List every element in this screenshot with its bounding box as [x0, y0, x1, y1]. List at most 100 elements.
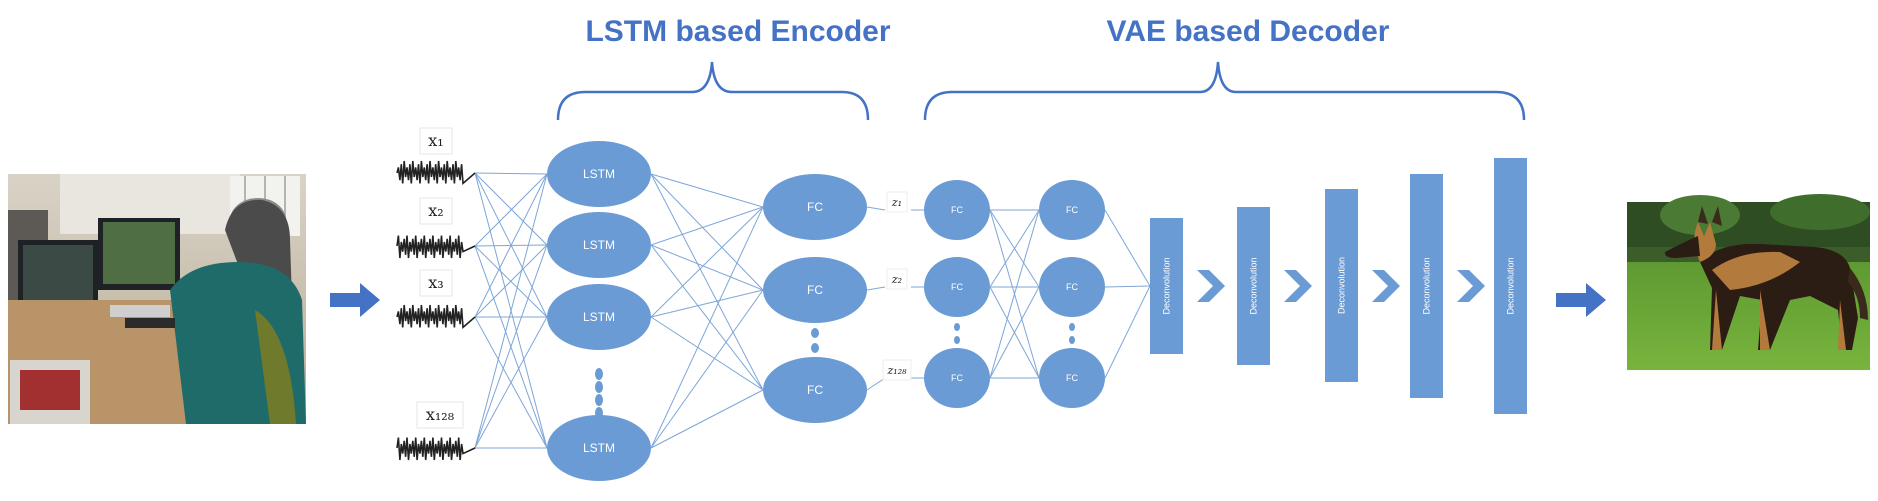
edge: [474, 244, 548, 318]
edge: [989, 209, 1040, 379]
lstm-node: [547, 141, 651, 207]
ellipsis-dot: [595, 394, 603, 406]
lstm-node-label: LSTM: [583, 238, 615, 252]
edge: [474, 173, 548, 318]
signal-waveform: [396, 304, 476, 330]
edge: [474, 172, 548, 175]
edge: [650, 289, 764, 449]
chevron-arrow: [1284, 270, 1312, 302]
edge: [474, 244, 548, 449]
edge: [1104, 285, 1151, 288]
encoder-brace: [556, 61, 870, 121]
edge: [1104, 285, 1151, 379]
decoder-fc-node: [1039, 180, 1105, 240]
decoder-fc-label: FC: [1066, 282, 1078, 292]
latent-label-box: [886, 268, 908, 290]
edge: [989, 209, 1040, 288]
edge: [866, 377, 886, 391]
decoder-fc-node: [1039, 257, 1105, 317]
deconvolution-block: [1325, 189, 1358, 382]
edge: [1104, 209, 1151, 287]
decoder-fc-layer-2: FC FC FC: [1039, 180, 1105, 408]
decoder-fc-label: FC: [951, 373, 963, 383]
latent-label: z₂: [891, 273, 902, 286]
eeg-subject-photo: [8, 174, 306, 424]
edge: [474, 316, 548, 449]
edge: [650, 244, 764, 291]
encoder-fc-label: FC: [807, 383, 823, 397]
lstm-node-label: LSTM: [583, 441, 615, 455]
edge: [474, 173, 548, 247]
lstm-node: [547, 415, 651, 481]
deconvolution-block: [1494, 158, 1527, 414]
encoder-fc-node: [763, 174, 867, 240]
ellipsis-dot: [1069, 336, 1075, 344]
latent-label-box: [886, 191, 908, 213]
edge: [650, 206, 764, 318]
ellipsis-dot: [811, 343, 819, 353]
signal-waveform: [396, 160, 476, 186]
chevron-arrow: [1372, 270, 1400, 302]
encoder-fc-label: FC: [807, 283, 823, 297]
encoder-fc-node: [763, 257, 867, 323]
latent-label-box: [882, 359, 912, 381]
signal-waveform: [396, 437, 476, 461]
ellipsis-dot: [595, 368, 603, 380]
edge: [650, 316, 764, 391]
ellipsis-dot: [1069, 323, 1075, 331]
edge: [650, 289, 764, 318]
edge: [650, 206, 764, 449]
decoder-fc-node: [1039, 348, 1105, 408]
lstm-node-label: LSTM: [583, 310, 615, 324]
ellipsis-dot: [954, 323, 960, 331]
lstm-node: [547, 212, 651, 278]
input-arrow: [330, 283, 380, 317]
deconvolution-label: Deconvolution: [1249, 257, 1259, 314]
deconvolution-label: Deconvolution: [1162, 257, 1172, 314]
ellipsis-dot: [595, 407, 603, 419]
decoder-fc-label: FC: [1066, 205, 1078, 215]
deconvolution-block: [1150, 218, 1183, 354]
signal-waveform: [396, 235, 476, 259]
edge: [989, 286, 1040, 379]
edge: [650, 389, 764, 449]
edge: [650, 206, 764, 246]
deconvolution-block: [1237, 207, 1270, 365]
input-label-box: [419, 127, 453, 155]
ellipsis-dot: [595, 381, 603, 393]
input-label: x₂: [428, 201, 443, 220]
edge: [474, 173, 548, 449]
edge: [650, 173, 764, 208]
deconvolution-label: Deconvolution: [1337, 257, 1347, 314]
decoder-fc-label: FC: [951, 205, 963, 215]
chevron-arrow: [1197, 270, 1225, 302]
output-arrow: [1556, 283, 1606, 317]
input-label-box: [419, 269, 453, 297]
deconvolution-block: [1410, 174, 1443, 398]
edge: [866, 286, 886, 291]
decoder-title: VAE based Decoder: [1107, 15, 1390, 48]
decoder-fc-node: [924, 257, 990, 317]
chevron-arrow: [1457, 270, 1485, 302]
ellipsis-dot: [954, 336, 960, 344]
decoder-fc-label: FC: [1066, 373, 1078, 383]
input-signals: [396, 160, 476, 461]
lstm-node-label: LSTM: [583, 167, 615, 181]
encoder-fc-node: [763, 357, 867, 423]
latent-label: z₁₂₈: [886, 364, 907, 377]
decoder-fc-node: [924, 348, 990, 408]
lstm-node: [547, 284, 651, 350]
input-label-box: [416, 401, 464, 429]
edge: [474, 172, 548, 246]
lstm-layer: LSTM LSTM LSTM LSTM: [547, 141, 651, 481]
decoder-fc-node: [924, 180, 990, 240]
ellipsis-dot: [811, 328, 819, 338]
decoder-brace: [923, 61, 1526, 121]
